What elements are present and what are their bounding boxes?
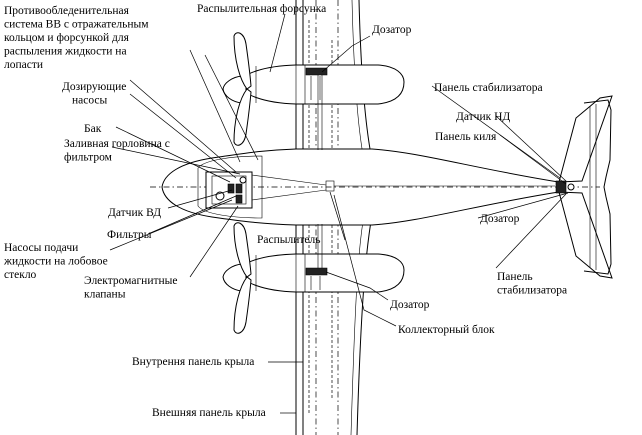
leader-lines (109, 13, 569, 414)
labels: Противообледенительная система ВВ с отра… (3, 3, 567, 419)
tail-stabilizer (555, 95, 613, 279)
label-dispenser-top: Дозатор (372, 24, 412, 36)
label-stabilizer-panel-top: Панель стабилизатора (434, 82, 543, 94)
label-windshield-pumps: Насосы подачи жидкости на лобовое стекло (3, 242, 111, 281)
label-dispenser-tail: Дозатор (480, 213, 520, 225)
aircraft-drawing (150, 0, 613, 435)
label-tank: Бак (84, 123, 102, 135)
label-dosing-pumps: Дозирующие насосы (62, 81, 129, 107)
label-sensor-nd: Датчик НД (456, 111, 510, 123)
label-filler-neck: Заливная горловина с фильтром (64, 138, 173, 164)
fluid-lines (251, 75, 555, 268)
label-collector-block: Коллекторный блок (398, 324, 495, 336)
label-outer-wing-panel: Внешняя панель крыла (152, 407, 266, 419)
label-fin-panel: Панель киля (435, 131, 497, 143)
top-nacelle (222, 32, 405, 146)
label-stabilizer-panel-bottom: Панель стабилизатора (497, 271, 567, 297)
bottom-nacelle (222, 222, 405, 334)
label-inner-wing-panel: Внутрення панель крыла (132, 356, 254, 368)
label-filters: Фильтры (107, 229, 152, 241)
label-sprayer: Распылитель (257, 234, 321, 246)
label-anti-icing-system: Противообледенительная система ВВ с отра… (4, 5, 151, 71)
label-spray-nozzle: Распылительная форсунка (197, 3, 326, 15)
fuselage (150, 148, 600, 226)
label-solenoid-valves: Электромагнитные клапаны (84, 275, 180, 301)
label-dispenser-bottom: Дозатор (390, 299, 430, 311)
label-sensor-vd: Датчик ВД (108, 207, 161, 219)
